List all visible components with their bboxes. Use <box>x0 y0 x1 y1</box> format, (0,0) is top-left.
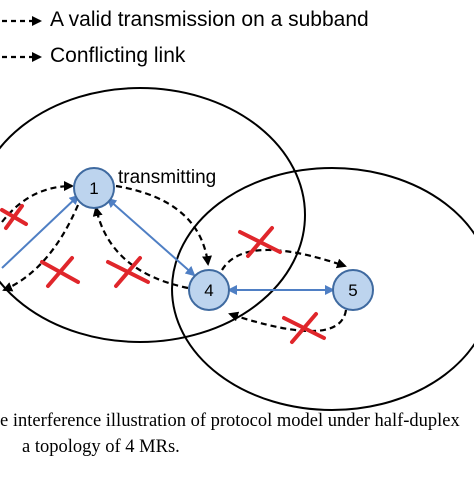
conflict-mark-1 <box>0 204 28 230</box>
legend-conflict-label: Conflicting link <box>50 44 186 67</box>
transmitting-label: transmitting <box>118 167 216 188</box>
node-4: 4 <box>188 269 230 311</box>
interference-range-node-1 <box>0 87 306 343</box>
dashed-arrow-1-to-4 <box>115 184 212 266</box>
conflict-mark-5 <box>282 312 326 344</box>
node-1: 1 <box>73 167 115 209</box>
node-5: 5 <box>332 269 374 311</box>
conflict-mark-3 <box>106 256 150 288</box>
dashed-arrow-left-to-1 <box>1 181 74 223</box>
caption-line-2: a topology of 4 MRs. <box>22 437 180 457</box>
node-1-label: 1 <box>89 179 98 198</box>
valid-link-1-4 <box>106 197 196 277</box>
caption-line-1: e interference illustration of protocol … <box>0 411 460 431</box>
interference-range-node-4 <box>171 167 474 411</box>
conflict-mark-4 <box>238 226 282 258</box>
conflict-mark-2 <box>40 256 80 288</box>
node-5-label: 5 <box>348 281 357 300</box>
dashed-arrow-4-to-1 <box>92 206 189 290</box>
dashed-arrow-1-to-left <box>2 204 80 292</box>
dashed-arrow-4-to-5 <box>221 248 347 271</box>
valid-link-left-1 <box>1 194 80 269</box>
node-4-label: 4 <box>204 281 213 300</box>
legend <box>2 16 42 62</box>
legend-valid-label: A valid transmission on a subband <box>50 8 369 31</box>
